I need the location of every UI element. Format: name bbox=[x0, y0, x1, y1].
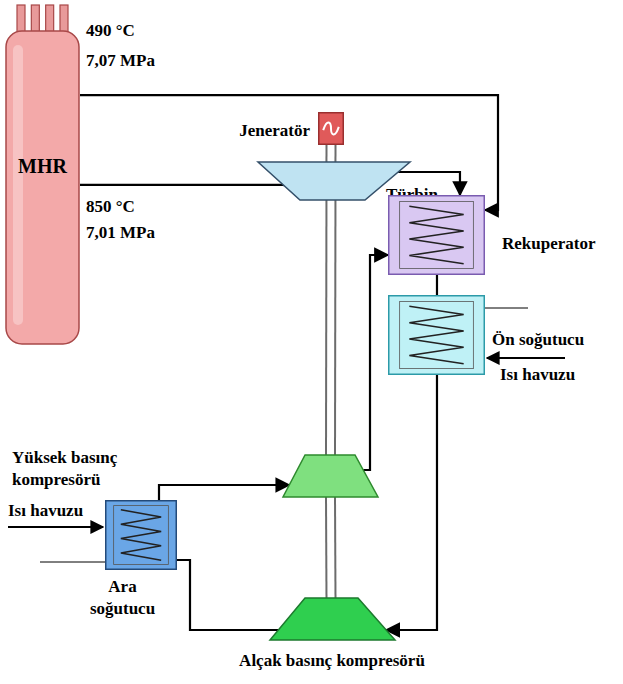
heat-sink-arrow bbox=[8, 526, 103, 528]
shaft-outline bbox=[325, 497, 337, 598]
compressor-outline bbox=[283, 455, 378, 497]
component-label: Jeneratör bbox=[239, 121, 310, 140]
intercooler-shape bbox=[105, 500, 177, 570]
coil-frame bbox=[114, 506, 169, 565]
component-label: Yüksek basınç kompresörü bbox=[12, 448, 117, 489]
pipe-line bbox=[436, 275, 438, 295]
label-holder: 490 °C bbox=[86, 20, 135, 42]
coil-frame bbox=[400, 301, 474, 368]
component-label: Ara soğutucu bbox=[90, 577, 155, 618]
compressor: Yüksek basınç kompresörü bbox=[283, 455, 378, 497]
reactor-vessel: MHR bbox=[5, 5, 80, 345]
label-holder: Isı havuzu bbox=[8, 500, 83, 522]
recuperator-shape bbox=[388, 195, 485, 275]
pipe-line bbox=[363, 255, 388, 470]
coolant-outlet-line bbox=[40, 562, 105, 563]
state-value: 7,01 MPa bbox=[86, 223, 155, 242]
label-holder: 850 °C bbox=[86, 196, 135, 218]
generator-box: Jeneratör bbox=[318, 112, 344, 145]
pipe-line bbox=[177, 560, 278, 630]
heat-sink-label: Isı havuzu bbox=[8, 501, 83, 520]
shaft bbox=[330, 200, 331, 455]
pipe-line bbox=[80, 184, 283, 186]
intercooler-outline bbox=[106, 501, 177, 570]
state-value: 490 °C bbox=[86, 21, 135, 40]
flow-pipe bbox=[159, 485, 289, 500]
compressor: Alçak basınç kompresörü bbox=[270, 598, 395, 640]
component-label: Ön soğutucu bbox=[492, 330, 584, 349]
shaft bbox=[330, 145, 331, 162]
intercooler: Ara soğutucu bbox=[105, 500, 177, 570]
coil-zigzag bbox=[409, 306, 463, 364]
component-label: Alçak basınç kompresörü bbox=[239, 651, 425, 670]
shaft-core bbox=[327, 145, 334, 162]
shaft-outline bbox=[325, 145, 336, 162]
component-label: Rekuperator bbox=[502, 234, 595, 253]
state-value: 7,07 MPa bbox=[86, 51, 155, 70]
compressor-shape bbox=[270, 598, 395, 640]
label-holder: 7,07 MPa bbox=[86, 50, 155, 72]
recuperator-outline bbox=[389, 196, 485, 275]
coil-zigzag bbox=[121, 510, 161, 560]
recuperator: Rekuperator bbox=[388, 195, 485, 275]
compressor-outline bbox=[270, 598, 395, 640]
pipe-line bbox=[159, 485, 289, 500]
shaft-outline bbox=[325, 200, 336, 455]
generator-box-outline bbox=[319, 113, 344, 145]
precooler-outline bbox=[389, 296, 485, 375]
label-holder: Rekuperator bbox=[502, 233, 617, 255]
label-holder: 7,01 MPa bbox=[86, 222, 155, 244]
shaft bbox=[330, 497, 332, 598]
flow-pipe bbox=[363, 255, 388, 470]
heat-sink-arrow bbox=[487, 357, 565, 359]
shaft-core bbox=[327, 497, 335, 598]
precooler-shape bbox=[388, 295, 485, 375]
flow-pipe bbox=[436, 275, 437, 295]
label-holder: MHR bbox=[5, 155, 80, 177]
coil-zigzag bbox=[409, 206, 463, 264]
pipe-line bbox=[80, 95, 498, 210]
coolant-outlet-line bbox=[485, 308, 528, 309]
flow-pipe bbox=[80, 95, 498, 210]
flow-pipe bbox=[386, 375, 437, 630]
component-label: MHR bbox=[18, 155, 67, 177]
pipe-line bbox=[386, 375, 437, 630]
ac-symbol bbox=[323, 123, 339, 135]
turbine: Türbin bbox=[258, 162, 410, 200]
precooler: Ön soğutucu bbox=[388, 295, 485, 375]
coil-frame bbox=[400, 201, 474, 268]
label-holder: Yüksek basınç kompresörü bbox=[12, 447, 147, 491]
label-holder: Isı havuzu bbox=[500, 364, 575, 386]
flow-pipe bbox=[177, 560, 278, 630]
vessel-body bbox=[6, 31, 79, 344]
shaft-core bbox=[327, 200, 334, 455]
label-holder: Ara soğutucu bbox=[80, 576, 165, 620]
flow-pipe bbox=[80, 184, 283, 185]
vessel-highlight bbox=[13, 45, 23, 325]
generator-box-shape bbox=[318, 112, 344, 145]
label-holder: Jeneratör bbox=[208, 120, 310, 142]
label-holder: Ön soğutucu bbox=[492, 329, 617, 351]
heat-sink-label: Isı havuzu bbox=[500, 365, 575, 384]
state-value: 850 °C bbox=[86, 197, 135, 216]
compressor-shape bbox=[283, 455, 378, 497]
label-holder: Alçak basınç kompresörü bbox=[182, 650, 482, 672]
